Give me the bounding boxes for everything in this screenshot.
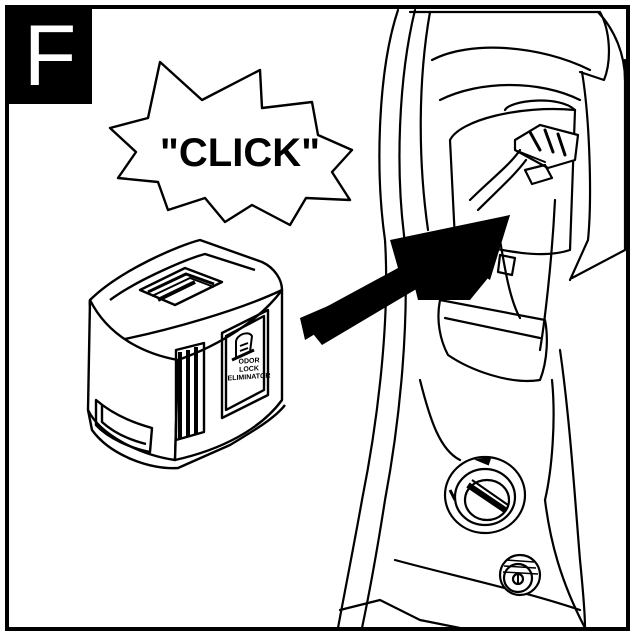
step-badge: F bbox=[8, 8, 92, 104]
connector bbox=[513, 123, 580, 186]
hand-drop-icon bbox=[231, 332, 255, 362]
rotary-dial-icon bbox=[443, 455, 527, 535]
click-callout-text: "CLICK" bbox=[159, 130, 321, 175]
starburst-callout-icon bbox=[108, 60, 354, 227]
filter-cartridge bbox=[86, 238, 286, 470]
cartridge-label: ODOR LOCK ELIMINATOR bbox=[226, 356, 272, 383]
knob-icon bbox=[498, 553, 542, 597]
machine bbox=[336, 8, 627, 630]
